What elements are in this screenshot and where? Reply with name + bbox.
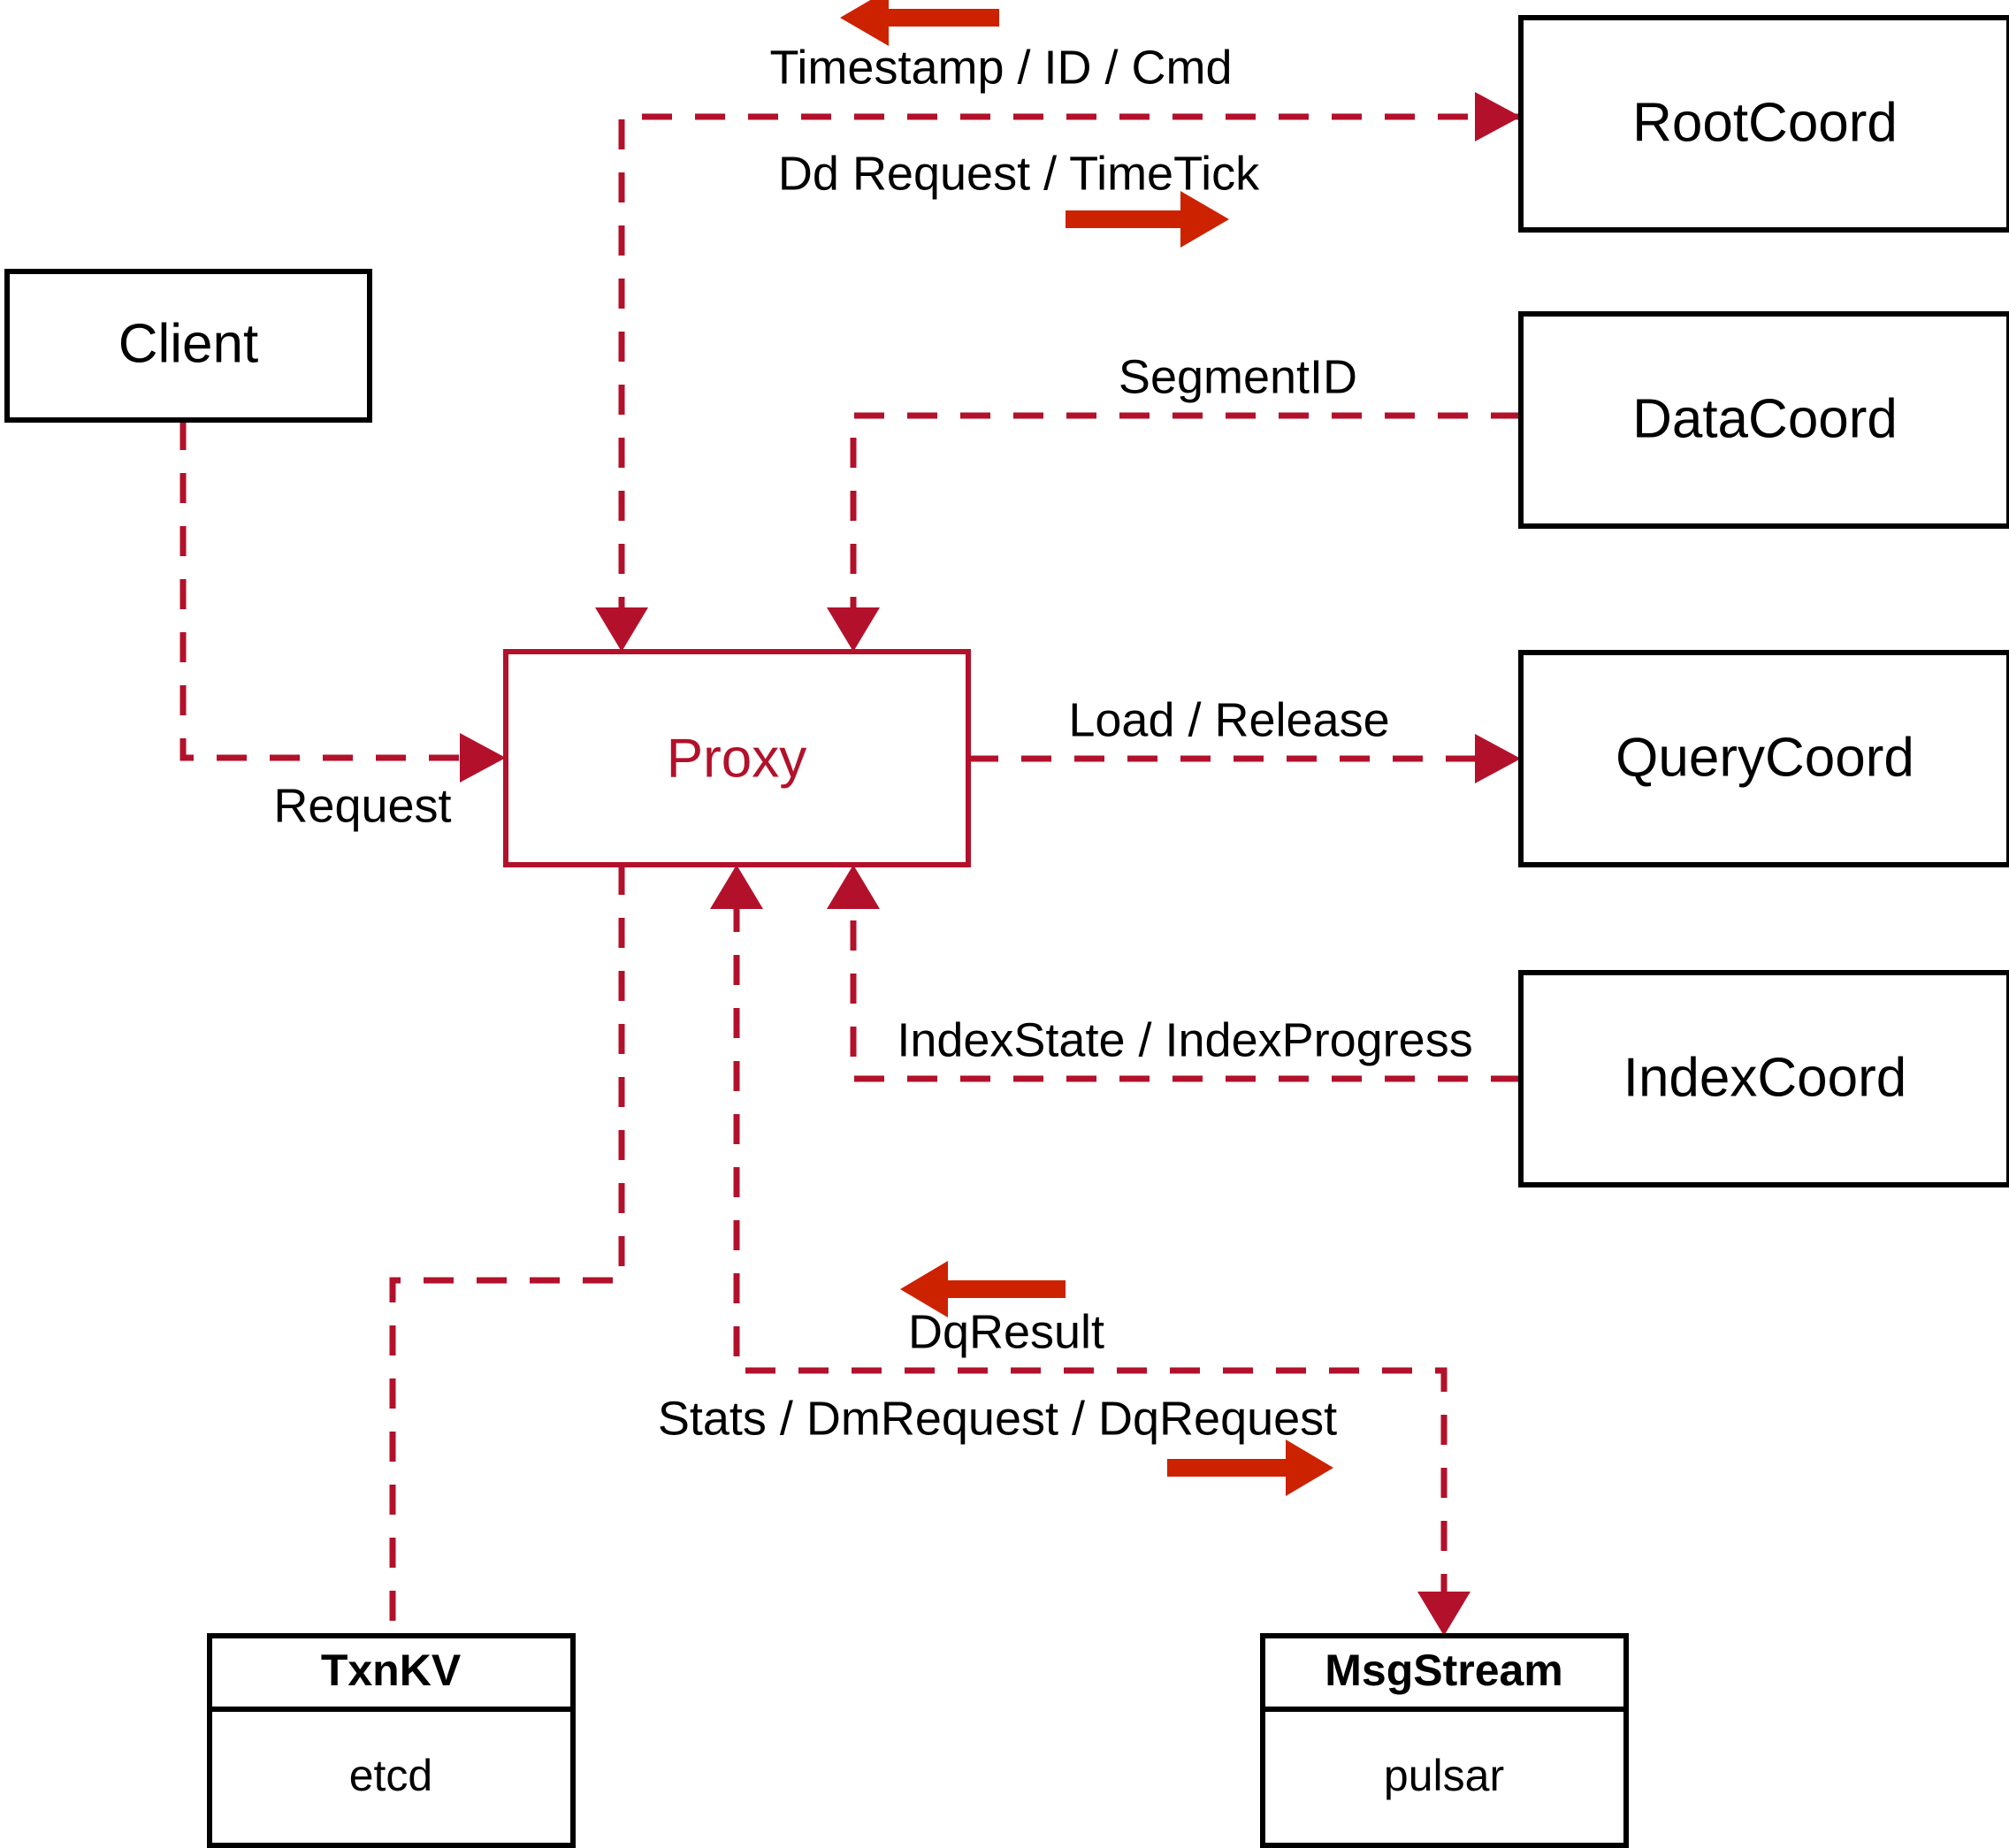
edge-rootcoord-to-proxy [595, 113, 1521, 652]
node-querycoord-rect[interactable] [1518, 650, 2009, 867]
node-datacoord[interactable]: DataCoord [1518, 311, 2009, 529]
edge-label-dd-request-timetick: Dd Request / TimeTick [778, 147, 1260, 200]
node-proxy[interactable]: Proxy [503, 649, 971, 867]
edge-msgstream-to-proxy-arrowhead [710, 865, 763, 909]
node-msgstream[interactable]: MsgStream pulsar [1260, 1633, 1629, 1848]
node-msgstream-impl: pulsar [1384, 1751, 1504, 1800]
direction-arrow-stats-head [1286, 1439, 1333, 1496]
edge-proxy-to-msgstream-arrowhead [1417, 1592, 1470, 1636]
edge-proxy-to-querycoord-arrowhead [1475, 734, 1521, 783]
node-indexcoord-rect[interactable] [1518, 970, 2009, 1187]
edge-msgstream-proxy-path [733, 902, 1448, 1605]
node-client-label: Client [118, 313, 259, 374]
edge-client-to-proxy-path [180, 420, 473, 761]
edge-rootcoord-to-proxy-arrowhead [595, 607, 648, 652]
direction-arrow-stats-right [1167, 1439, 1333, 1496]
edge-datacoord-to-proxy [827, 412, 1521, 652]
edge-rootcoord-to-proxy-path [618, 113, 1521, 619]
edge-client-to-proxy [180, 420, 506, 783]
edge-indexcoord-to-proxy-path [850, 902, 1521, 1082]
node-rootcoord-rect[interactable] [1518, 15, 2009, 233]
node-querycoord-label: QueryCoord [1616, 727, 1914, 788]
node-msgstream-rect[interactable] [1260, 1633, 1629, 1848]
node-datacoord-label: DataCoord [1632, 388, 1898, 449]
node-proxy-rect[interactable] [503, 649, 971, 867]
edge-proxy-to-querycoord [968, 734, 1521, 783]
node-rootcoord-label: RootCoord [1632, 92, 1898, 153]
node-proxy-label: Proxy [667, 728, 806, 789]
node-datacoord-rect[interactable] [1518, 311, 2009, 529]
node-txnkv-impl: etcd [349, 1751, 433, 1800]
direction-arrow-timestamp-head [840, 0, 889, 46]
direction-arrow-timestamp-left [840, 0, 999, 46]
edge-label-dq-result: DqResult [908, 1305, 1104, 1358]
edge-label-index-state-progress: IndexState / IndexProgress [897, 1013, 1472, 1066]
node-client[interactable]: Client [4, 269, 372, 423]
edge-label-timestamp-id-cmd: Timestamp / ID / Cmd [769, 41, 1232, 94]
direction-arrow-dqresult-head [900, 1261, 948, 1317]
edge-label-segment-id: SegmentID [1119, 350, 1357, 403]
edge-datacoord-to-proxy-arrowhead [827, 607, 880, 652]
edge-proxy-to-rootcoord-head [1475, 92, 1521, 141]
edge-indexcoord-to-proxy [827, 865, 1521, 1082]
node-txnkv-title: TxnKV [321, 1646, 462, 1695]
edge-label-load-release: Load / Release [1068, 693, 1389, 746]
edge-label-stats-dm-dq-request: Stats / DmRequest / DqRequest [658, 1392, 1337, 1445]
node-rootcoord[interactable]: RootCoord [1518, 15, 2009, 233]
edge-msgstream-proxy [710, 865, 1470, 1636]
edge-datacoord-to-proxy-path [850, 412, 1521, 619]
edge-proxy-to-txnkv [389, 865, 625, 1636]
direction-arrow-ddrequest-head [1180, 191, 1229, 248]
direction-arrow-dqresult-left [900, 1261, 1066, 1317]
edge-indexcoord-to-proxy-arrowhead [827, 865, 880, 909]
edge-client-to-proxy-arrowhead [460, 733, 506, 783]
edge-label-request: Request [273, 779, 451, 832]
edge-proxy-to-txnkv-path [389, 865, 625, 1636]
node-msgstream-title: MsgStream [1325, 1646, 1563, 1695]
node-txnkv-rect[interactable] [207, 1633, 576, 1848]
node-indexcoord[interactable]: IndexCoord [1518, 970, 2009, 1187]
direction-arrow-ddrequest-right [1066, 191, 1229, 248]
node-client-rect[interactable] [4, 269, 372, 423]
edge-proxy-to-rootcoord-arrowhead [1475, 92, 1521, 141]
node-querycoord[interactable]: QueryCoord [1518, 650, 2009, 867]
node-indexcoord-label: IndexCoord [1623, 1047, 1907, 1108]
node-txnkv[interactable]: TxnKV etcd [207, 1633, 576, 1848]
